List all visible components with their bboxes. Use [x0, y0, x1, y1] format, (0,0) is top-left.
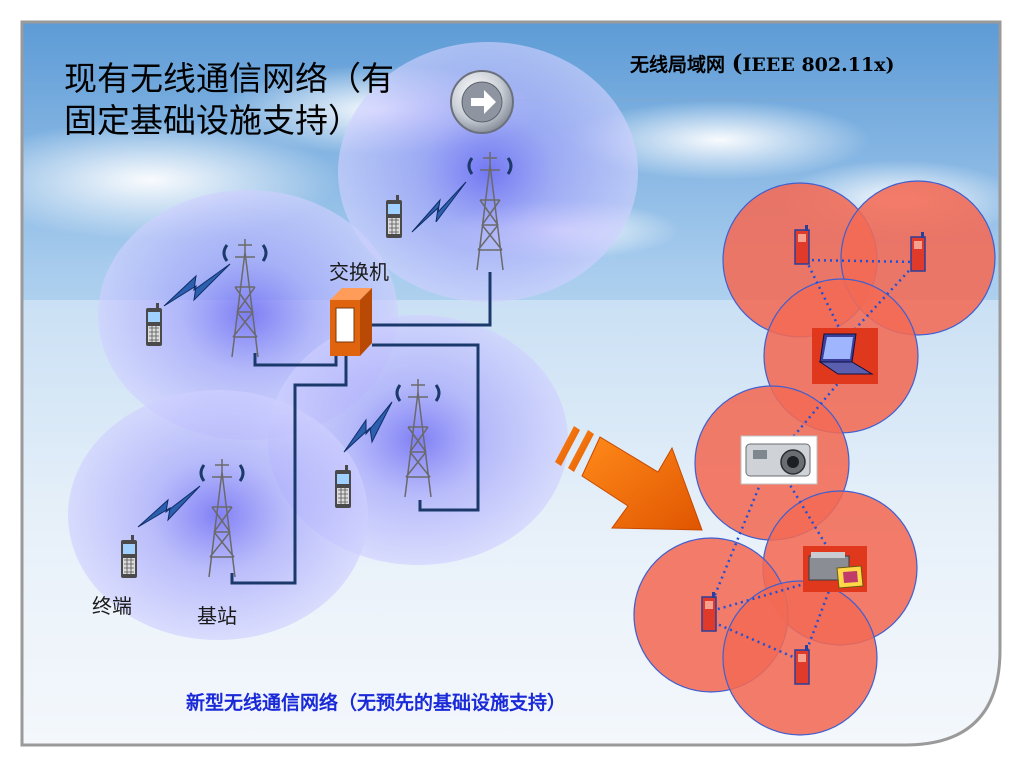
mobile-phone-icon: [146, 303, 162, 346]
mobile-phone-icon: [386, 195, 402, 238]
coverage-cell-top: [338, 42, 638, 302]
mobile-phone-icon: [121, 535, 137, 578]
tower-icon: [395, 379, 441, 498]
adhoc-caption: 新型无线通信网络（无预先的基础设施支持）: [186, 692, 567, 714]
wire-left-tower: [253, 353, 338, 367]
wlan-title-paren-open: (: [731, 50, 743, 77]
printer-icon: [803, 546, 867, 592]
mobile-phone-icon: [794, 225, 810, 265]
lightning-signal-icon: [411, 181, 467, 233]
lightning-signal-icon: [163, 263, 231, 307]
mobile-phone-icon: [794, 645, 810, 685]
wire-center-tower: [372, 343, 480, 512]
wlan-title-paren-close: ): [885, 54, 895, 76]
wire-top-tower: [370, 272, 492, 327]
tower-icon: [222, 239, 268, 358]
camera-icon: [740, 435, 818, 485]
wlan-title-body: IEEE 802.11x: [742, 54, 886, 76]
wlan-title-prefix: 无线局域网: [630, 54, 732, 76]
tower-icon: [467, 152, 513, 271]
mobile-phones: [121, 195, 402, 578]
tower-icons: [199, 152, 513, 578]
wired-links: [230, 272, 492, 585]
mobile-phone-icon: [701, 592, 717, 632]
big-arrow-icon: [555, 426, 703, 531]
lightning-signals: [137, 181, 467, 528]
lightning-signal-icon: [137, 485, 201, 528]
adhoc-network: [633, 180, 996, 736]
switch-box-icon: [330, 288, 372, 356]
mobile-phone-icon: [910, 232, 926, 272]
mobile-phone-icon: [335, 465, 351, 508]
tower-icon: [199, 459, 245, 578]
laptop-icon: [812, 328, 878, 384]
lightning-signal-icon: [343, 401, 393, 453]
wlan-title: 无线局域网 (IEEE 802.11x): [630, 50, 895, 77]
switch-label: 交换机: [329, 260, 389, 284]
wire-bottom-tower: [230, 355, 348, 585]
arrow-button-icon[interactable]: [450, 70, 514, 134]
base-station-label: 基站: [197, 604, 237, 628]
terminal-label: 终端: [92, 594, 132, 618]
page-title: 现有无线通信网络（有固定基础设施支持）: [64, 59, 394, 140]
